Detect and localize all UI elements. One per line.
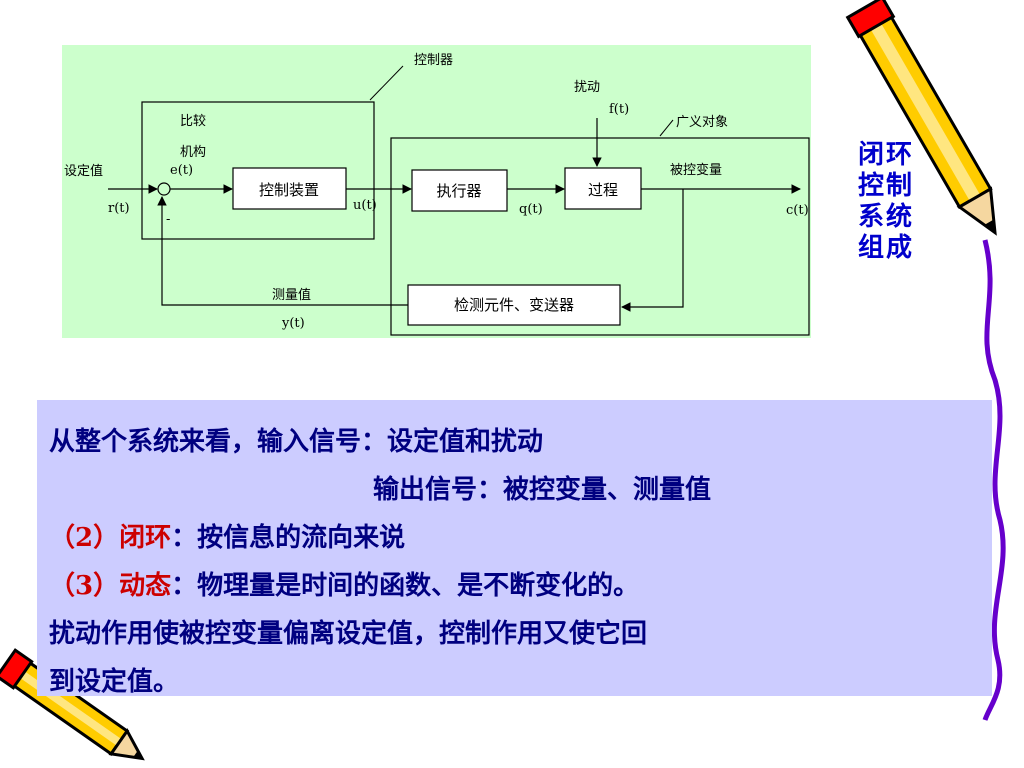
text-line-2: 输出信号：被控变量、测量值 [373,475,712,505]
control-device-block [232,167,347,210]
side-title-line: 控制 [858,171,915,201]
minus-sign: - [166,212,170,227]
pencil-icon [845,0,997,236]
measured-value-label: 测量值 [272,287,311,303]
control-device-label: 控制装置 [259,181,319,199]
transmitter-label: 检测元件、变送器 [454,296,574,314]
control-signal: u(t) [353,198,377,213]
actuator-block [411,169,508,212]
transmitter-block [407,284,621,326]
process-label: 过程 [588,181,618,199]
error-signal: e(t) [170,163,193,178]
actuator-label: 执行器 [436,182,481,200]
text-line-3: （2）闭环：按信息的流向来说 [49,514,982,562]
setpoint-signal: r(t) [108,201,130,216]
disturbance-signal: f(t) [609,102,629,117]
dynamic-description: 物理量是时间的函数、是不断变化的。 [197,571,640,601]
side-title-line: 组成 [858,233,915,263]
side-title-line: 系统 [858,202,915,232]
colon: ： [171,523,198,553]
text-line-6: 到设定值。 [49,667,180,697]
disturbance-label: 扰动 [574,80,600,95]
dynamic-heading: （3）动态 [49,571,172,601]
closed-loop-block-diagram: 控制器 扰动 f(t) 广义对象 比较 机构 e(t) 设定值 r(t) - 控… [62,45,811,338]
process-block [564,167,642,210]
text-line-1: 从整个系统来看，输入信号：设定值和扰动 [49,427,544,457]
explanation-textbox: 从整个系统来看，输入信号：设定值和扰动 输出信号：被控变量、测量值 （2）闭环：… [37,400,992,697]
closed-loop-heading: （2）闭环 [49,523,172,553]
generalized-object-label: 广义对象 [676,115,728,130]
controller-label: 控制器 [414,53,453,68]
controlled-variable-label: 被控变量 [670,162,722,178]
output-signal: c(t) [786,203,809,218]
comparison-label-1: 比较 [180,114,206,129]
setpoint-label: 设定值 [64,163,103,179]
text-line-4: （3）动态：物理量是时间的函数、是不断变化的。 [49,562,982,610]
comparison-label-2: 机构 [180,145,206,160]
measured-signal: y(t) [281,316,305,331]
side-title: 闭环 控制 系统 组成 [858,140,938,264]
manipulated-signal: q(t) [519,202,543,217]
text-line-5: 扰动作用使被控变量偏离设定值，控制作用又使它回 [49,619,648,649]
controller-box [141,101,375,240]
decorative-border-line [982,239,1006,721]
closed-loop-description: 按信息的流向来说 [197,523,406,553]
colon: ： [171,571,198,601]
side-title-line: 闭环 [858,140,915,170]
generalized-object-box [390,137,810,336]
